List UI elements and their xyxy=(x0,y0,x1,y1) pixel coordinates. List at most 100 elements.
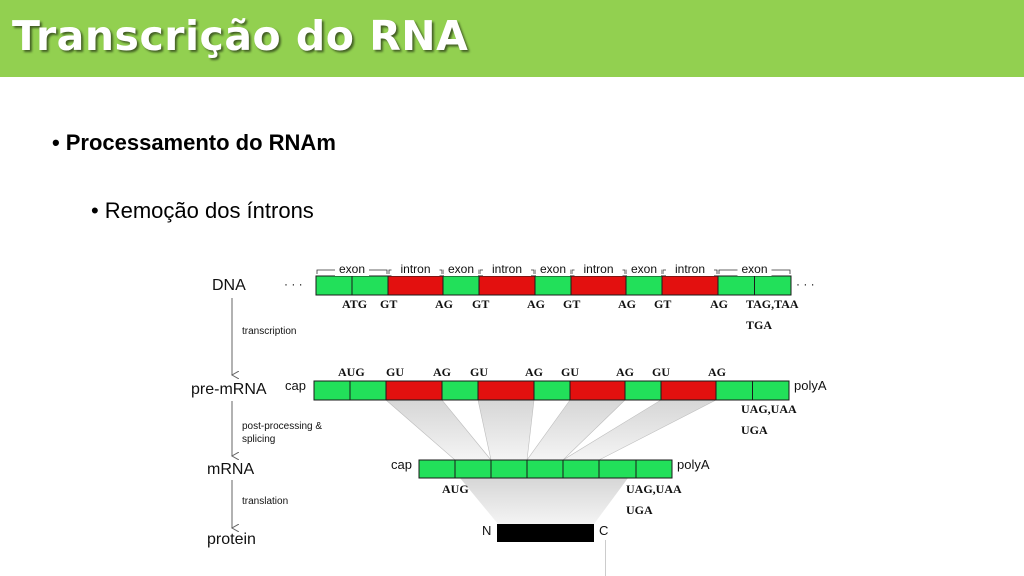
segment-label-intron: intron xyxy=(492,262,522,276)
stage-label-pre-mrna: pre-mRNA xyxy=(191,381,267,398)
pre-mrna-polya-label: polyA xyxy=(794,378,827,393)
slide-title: Transcrição do RNA xyxy=(12,12,469,60)
segment-label-exon: exon xyxy=(339,262,365,276)
segment-label-bg xyxy=(627,262,661,276)
segment-label-bg xyxy=(335,262,369,276)
dna-intron-segment xyxy=(570,275,627,296)
pre-mrna-codon-label: GU xyxy=(470,365,488,379)
stage-label-protein: protein xyxy=(207,531,256,548)
pre-mrna-exon-segment xyxy=(441,380,479,401)
dna-ellipsis-right: · · · xyxy=(796,277,815,291)
pre-mrna-exon-segment xyxy=(533,380,571,401)
bullet-processamento-text: Processamento do RNAm xyxy=(65,130,336,155)
mrna-polya-label: polyA xyxy=(677,457,710,472)
dna-strand xyxy=(315,275,792,296)
dna-stop-codons: TAG,TAA xyxy=(746,297,799,311)
splice-funnel xyxy=(477,399,535,461)
pre-mrna-intron-segment xyxy=(477,380,535,401)
segment-label-exon: exon xyxy=(540,262,566,276)
protein-c-terminus: C xyxy=(599,523,608,538)
pre-mrna-strand xyxy=(313,380,790,401)
dna-codon-label: AG xyxy=(710,297,728,311)
step-label-translation: translation xyxy=(242,496,288,507)
dna-exon-segment xyxy=(625,275,663,296)
segment-label-exon: exon xyxy=(448,262,474,276)
step-label-splicing: splicing xyxy=(242,434,275,445)
bullet-processamento: •Processamento do RNAm xyxy=(52,130,336,156)
pre-mrna-codon-label: GU xyxy=(652,365,670,379)
dna-codon-label: ATG xyxy=(342,297,367,311)
dna-codon-label: GT xyxy=(654,297,671,311)
translation-funnel xyxy=(460,478,628,524)
step-label-post-processing: post-processing & xyxy=(242,421,322,432)
segment-label-bg xyxy=(574,262,623,276)
pre-mrna-codon-label: AG xyxy=(433,365,451,379)
segment-label-bg xyxy=(444,262,478,276)
segment-label-bg xyxy=(536,262,570,276)
dna-intron-segment xyxy=(387,275,444,296)
pre-mrna-codon-label: AG xyxy=(708,365,726,379)
mrna-exon-segment xyxy=(454,459,492,479)
dna-exon-segment xyxy=(534,275,572,296)
bullet-dot: • xyxy=(52,130,60,155)
title-bar: Transcrição do RNA xyxy=(0,0,1024,77)
mrna-exon-segment xyxy=(418,459,456,479)
dna-codon-label: GT xyxy=(563,297,580,311)
segment-label-intron: intron xyxy=(400,262,430,276)
bullet-dot: • xyxy=(91,198,99,223)
dna-exon-segment xyxy=(442,275,480,296)
mrna-stop-codons: UGA xyxy=(626,503,653,517)
pre-mrna-codon-label: AG xyxy=(525,365,543,379)
protein-n-terminus: N xyxy=(482,523,491,538)
dna-codon-label: GT xyxy=(380,297,397,311)
pre-mrna-cap-label: cap xyxy=(285,378,306,393)
step-label-transcription: transcription xyxy=(242,326,296,337)
stage-label-mrna: mRNA xyxy=(207,461,254,478)
mrna-exon-segment xyxy=(490,459,528,479)
pre-mrna-stop-codons: UGA xyxy=(741,423,768,437)
segment-label-exon: exon xyxy=(631,262,657,276)
dna-codon-label: AG xyxy=(527,297,545,311)
bullet-remocao: •Remoção dos íntrons xyxy=(91,198,314,224)
pre-mrna-codon-label: GU xyxy=(386,365,404,379)
splice-funnel xyxy=(385,399,492,461)
dna-stop-codons: TGA xyxy=(746,318,772,332)
dna-codon-label: GT xyxy=(472,297,489,311)
pre-mrna-codon-label: GU xyxy=(561,365,579,379)
segment-label-intron: intron xyxy=(583,262,613,276)
bullet-remocao-text: Remoção dos íntrons xyxy=(104,198,314,223)
stage-label-dna: DNA xyxy=(212,277,246,294)
dna-codon-label: AG xyxy=(435,297,453,311)
dna-intron-segment xyxy=(478,275,536,296)
mrna-exon-segment xyxy=(635,459,673,479)
mrna-stop-codons: UAG,UAA xyxy=(626,482,682,496)
divider-line xyxy=(605,540,606,576)
dna-codon-label: AG xyxy=(618,297,636,311)
splice-funnels xyxy=(385,399,717,524)
mrna-exon-segment xyxy=(598,459,637,479)
segment-label-bg xyxy=(737,262,772,276)
protein-chain xyxy=(497,524,594,542)
segment-label-bg xyxy=(391,262,440,276)
mrna-strand xyxy=(418,459,673,479)
dna-ellipsis-left: · · · xyxy=(284,277,303,291)
segment-label-exon: exon xyxy=(741,262,767,276)
segment-label-bg xyxy=(666,262,714,276)
segment-label-intron: intron xyxy=(675,262,705,276)
pre-mrna-intron-segment xyxy=(569,380,626,401)
pre-mrna-intron-segment xyxy=(385,380,443,401)
mrna-exon-segment xyxy=(526,459,564,479)
pre-mrna-codon-label: AG xyxy=(616,365,634,379)
diagram-labels: · · · · · · exon intron exon intron exon intron… xyxy=(191,262,827,548)
mrna-exon-segment xyxy=(562,459,600,479)
pre-mrna-intron-segment xyxy=(660,380,717,401)
dna-intron-segment xyxy=(661,275,719,296)
pre-mrna-exon-segment xyxy=(624,380,662,401)
protein-bar xyxy=(497,524,594,542)
mrna-cap-label: cap xyxy=(391,457,412,472)
mrna-start-codon: AUG xyxy=(442,482,469,496)
segment-label-bg xyxy=(483,262,531,276)
pre-mrna-codon-label: AUG xyxy=(338,365,365,379)
pre-mrna-stop-codons: UAG,UAA xyxy=(741,402,797,416)
